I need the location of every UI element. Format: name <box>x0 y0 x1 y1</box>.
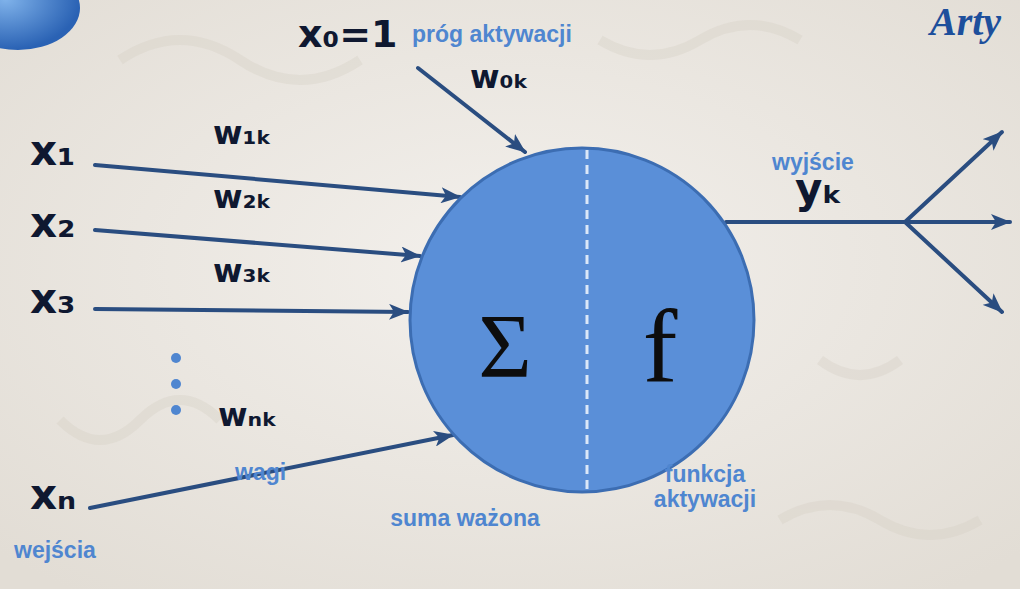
divider-line <box>586 150 589 490</box>
bias-input: x₀=1 <box>298 14 397 55</box>
input-arrow <box>95 309 408 312</box>
weight-label: w₁ₖ <box>213 116 272 151</box>
input-variable: x₂ <box>30 200 76 245</box>
brain-image <box>0 0 80 50</box>
weight-label: w₂ₖ <box>213 180 272 215</box>
neuron-outline <box>408 146 756 494</box>
input-variable: x₃ <box>30 276 76 321</box>
output-branch <box>905 132 1002 222</box>
bias-caption: próg aktywacji <box>412 22 572 47</box>
part-caption: wejścia <box>14 538 96 563</box>
title-fragment: Arty <box>930 0 1001 43</box>
bias-weight: w₀ₖ <box>470 60 529 95</box>
input-arrow <box>95 230 420 256</box>
part-caption: funkcja aktywacji <box>625 462 785 512</box>
output-line <box>726 220 905 224</box>
background-texture <box>60 25 980 535</box>
part-caption: suma ważona <box>390 506 540 531</box>
neuron-circle: Σf <box>408 146 756 494</box>
input-arrow <box>95 165 460 197</box>
sum-symbol: Σ <box>478 300 532 392</box>
part-caption: wagi <box>235 460 286 485</box>
input-arrow <box>90 435 453 508</box>
output-branch <box>905 220 1010 224</box>
output-branch <box>905 222 1002 312</box>
neuron-body <box>410 148 754 492</box>
output-arrows <box>726 132 1010 312</box>
ellipsis-dots <box>171 353 181 415</box>
weight-label: w₃ₖ <box>213 254 272 289</box>
weight-label: wₙₖ <box>218 398 278 433</box>
input-variable: x₁ <box>30 128 76 173</box>
output-variable: yₖ <box>795 166 843 211</box>
activation-symbol: f <box>643 294 678 398</box>
input-variable: xₙ <box>30 472 76 517</box>
